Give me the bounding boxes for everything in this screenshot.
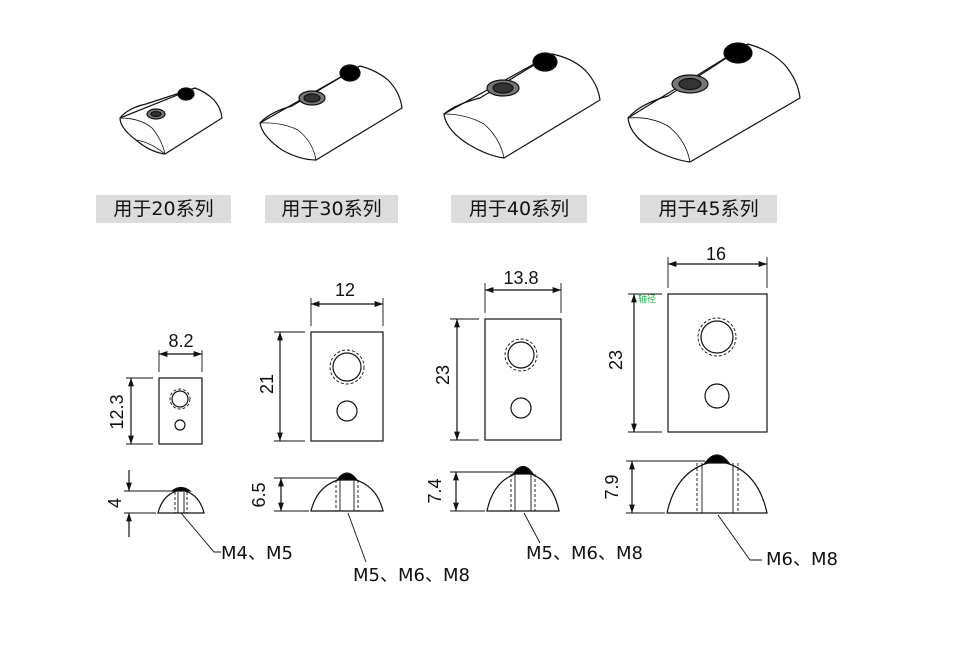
top-view-30 — [274, 298, 384, 442]
series-label-20: 用于20系列 — [96, 195, 231, 223]
top-view-40 — [450, 283, 562, 441]
thread-label-20: M4、M5 — [221, 543, 293, 564]
dim-height-30: 21 — [257, 374, 277, 394]
nut-illustration-20 — [119, 87, 223, 155]
nut-illustration-45 — [627, 42, 801, 163]
side-view-45 — [626, 454, 768, 561]
small-note: 轴径 — [638, 293, 656, 304]
dim-width-20: 8.2 — [168, 331, 193, 351]
dim-side-height-45: 7.9 — [602, 474, 622, 499]
series-label-30: 用于30系列 — [265, 195, 398, 223]
dim-side-height-20: 4 — [105, 498, 125, 508]
series-label-40: 用于40系列 — [451, 195, 587, 223]
dim-width-30: 12 — [335, 280, 355, 300]
nut-illustration-30 — [259, 64, 403, 161]
nut-illustration-40 — [443, 52, 601, 159]
side-view-40 — [450, 465, 560, 544]
thread-label-40: M5、M6、M8 — [526, 543, 643, 564]
dim-side-height-30: 6.5 — [249, 482, 269, 507]
side-view-30 — [274, 472, 384, 563]
thread-label-45: M6、M8 — [766, 549, 838, 570]
dim-width-40: 13.8 — [503, 268, 538, 288]
dim-height-40: 23 — [433, 365, 453, 385]
side-view-20 — [124, 470, 221, 553]
dim-height-45: 23 — [606, 350, 626, 370]
series-label-45: 用于45系列 — [640, 195, 777, 223]
thread-label-30: M5、M6、M8 — [353, 565, 470, 586]
dim-width-45: 16 — [706, 244, 726, 264]
top-view-45 — [628, 257, 768, 433]
dim-height-20: 12.3 — [107, 394, 127, 429]
dim-side-height-40: 7.4 — [425, 478, 445, 503]
top-view-20 — [126, 350, 203, 445]
